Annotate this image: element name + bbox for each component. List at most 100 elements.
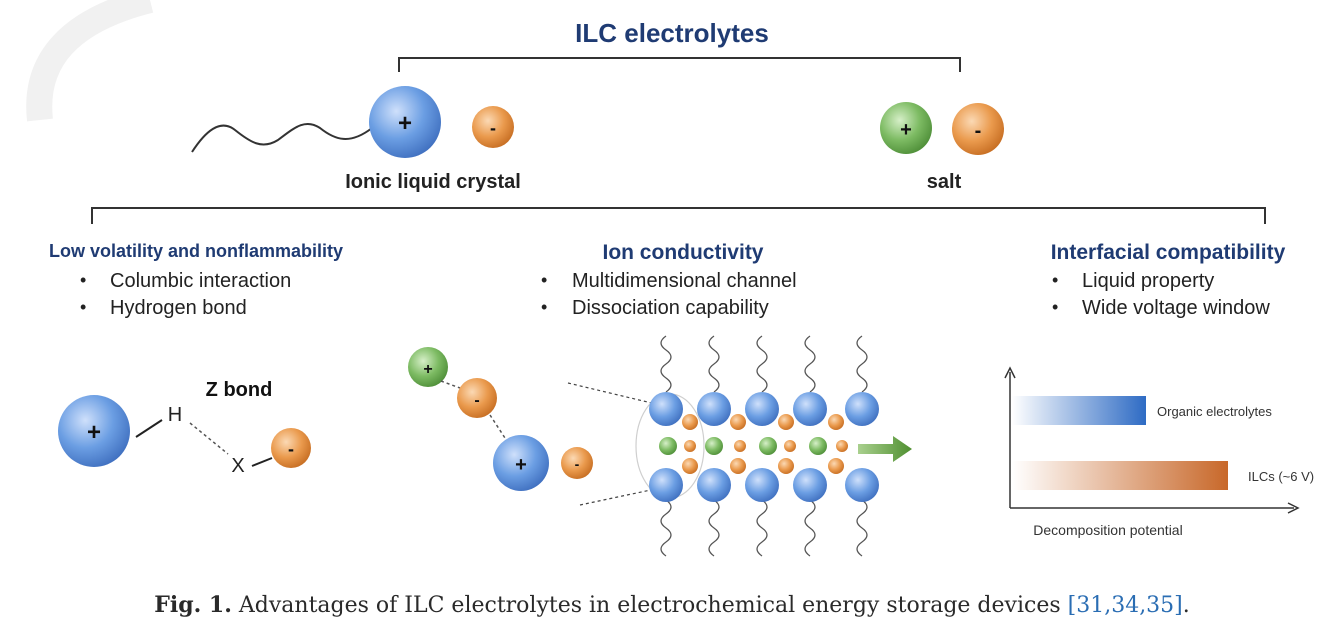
zoom-line	[567, 382, 661, 406]
bullet-text: Columbic interaction	[110, 270, 291, 292]
bullet-text: Hydrogen bond	[110, 297, 247, 319]
section-heading: Low volatility and nonflammability	[49, 241, 343, 261]
layer-cation	[649, 392, 683, 426]
x-axis-arrow	[1287, 502, 1300, 514]
section-conductivity: Ion conductivity • Multidimensional chan…	[541, 241, 797, 319]
layer-cation	[745, 392, 779, 426]
salt-cation	[408, 347, 448, 387]
channel-cation	[705, 437, 723, 455]
bullet-text: Liquid property	[1082, 270, 1214, 292]
z-bond-label: Z bond	[206, 379, 273, 401]
layer-anion	[682, 458, 698, 474]
layer-anion	[828, 414, 844, 430]
diagram-title: ILC electrolytes	[575, 18, 769, 48]
ilc-anion: -	[472, 106, 514, 148]
ilc-cation	[493, 435, 549, 491]
bar-label: ILCs (~6 V)	[1248, 469, 1314, 484]
layer-anion	[778, 414, 794, 430]
bullet-text: Wide voltage window	[1082, 297, 1270, 319]
alkyl-tail	[756, 335, 768, 393]
zoom-line	[579, 487, 661, 506]
plus-sign: +	[900, 119, 912, 141]
hbond-illustration: + H X - Z bond	[58, 379, 311, 477]
conduction-arrow	[858, 436, 912, 462]
layer-anion	[730, 414, 746, 430]
layer-cation	[649, 468, 683, 502]
top-bracket	[398, 57, 961, 72]
bond-line	[135, 419, 163, 438]
alkyl-tail	[708, 499, 720, 557]
caption-refs[interactable]: [31,34,35]	[1067, 593, 1183, 618]
alkyl-tail	[191, 122, 373, 153]
caption-end: .	[1182, 593, 1190, 618]
minus-sign: -	[288, 439, 294, 459]
channel-anion	[836, 440, 848, 452]
figure-caption: Fig. 1. Advantages of ILC electrolytes i…	[0, 592, 1344, 618]
voltage-window-chart: Organic electrolytes ILCs (~6 V) Decompo…	[1004, 366, 1314, 538]
section-interfacial: Interfacial compatibility • Liquid prope…	[1051, 241, 1286, 319]
layer-cation	[845, 392, 879, 426]
plus-sign: +	[423, 361, 432, 378]
plus-sign: +	[515, 454, 527, 476]
dissociation-line	[440, 380, 461, 389]
channel-anion	[734, 440, 746, 452]
plus-sign: +	[87, 419, 101, 446]
minus-sign: -	[975, 120, 982, 142]
channel-anion	[784, 440, 796, 452]
salt-anion: -	[952, 103, 1004, 155]
hbond-dashed-line	[189, 422, 229, 455]
alkyl-tail	[708, 335, 720, 393]
bullet-text: Multidimensional channel	[572, 270, 797, 292]
hbond-anion	[271, 428, 311, 468]
y-axis-arrow	[1004, 366, 1016, 379]
bullet-text: Dissociation capability	[572, 297, 769, 319]
layer-cation	[697, 392, 731, 426]
channel-cation	[759, 437, 777, 455]
hbond-cation	[58, 395, 130, 467]
alkyl-tail	[660, 499, 672, 557]
section-heading: Interfacial compatibility	[1051, 241, 1286, 264]
layered-structure	[649, 335, 879, 557]
plus-sign: +	[398, 110, 412, 137]
ilc-bar	[1012, 461, 1228, 490]
ilc-cation: +	[369, 86, 441, 158]
bullet-dot: •	[1052, 297, 1058, 317]
x-atom: X	[231, 455, 244, 477]
channel-cation	[809, 437, 827, 455]
salt-anion	[457, 378, 497, 418]
layer-cation	[745, 468, 779, 502]
caption-label: Fig. 1.	[154, 592, 232, 618]
bullet-dot: •	[80, 270, 86, 290]
bar-label: Organic electrolytes	[1157, 404, 1272, 419]
layer-anion	[828, 458, 844, 474]
section-heading: Ion conductivity	[602, 241, 763, 264]
minus-sign: -	[490, 118, 496, 138]
dissociation-line	[489, 414, 506, 439]
salt-cation: +	[880, 102, 932, 154]
caption-text: Advantages of ILC electrolytes in electr…	[231, 593, 1068, 618]
alkyl-tail	[856, 499, 868, 557]
layer-anion	[730, 458, 746, 474]
section-volatility: Low volatility and nonflammability • Col…	[49, 241, 343, 319]
x-axis-label: Decomposition potential	[1033, 522, 1182, 538]
minus-sign: -	[575, 456, 580, 472]
bullet-dot: •	[80, 297, 86, 317]
h-atom: H	[168, 404, 182, 426]
alkyl-tail	[756, 499, 768, 557]
ilc-anion	[561, 447, 593, 479]
lower-bracket	[91, 207, 1266, 224]
conductivity-illustration: + - + -	[408, 335, 912, 557]
channel-cation	[659, 437, 677, 455]
bond-line	[251, 457, 273, 467]
alkyl-tail	[804, 499, 816, 557]
bullet-dot: •	[541, 297, 547, 317]
layer-cation	[697, 468, 731, 502]
minus-sign: -	[474, 392, 479, 409]
organic-electrolytes-bar	[1012, 396, 1146, 425]
layer-cation	[845, 468, 879, 502]
layer-anion	[682, 414, 698, 430]
bullet-dot: •	[1052, 270, 1058, 290]
layer-cation	[793, 392, 827, 426]
channel-anion	[684, 440, 696, 452]
